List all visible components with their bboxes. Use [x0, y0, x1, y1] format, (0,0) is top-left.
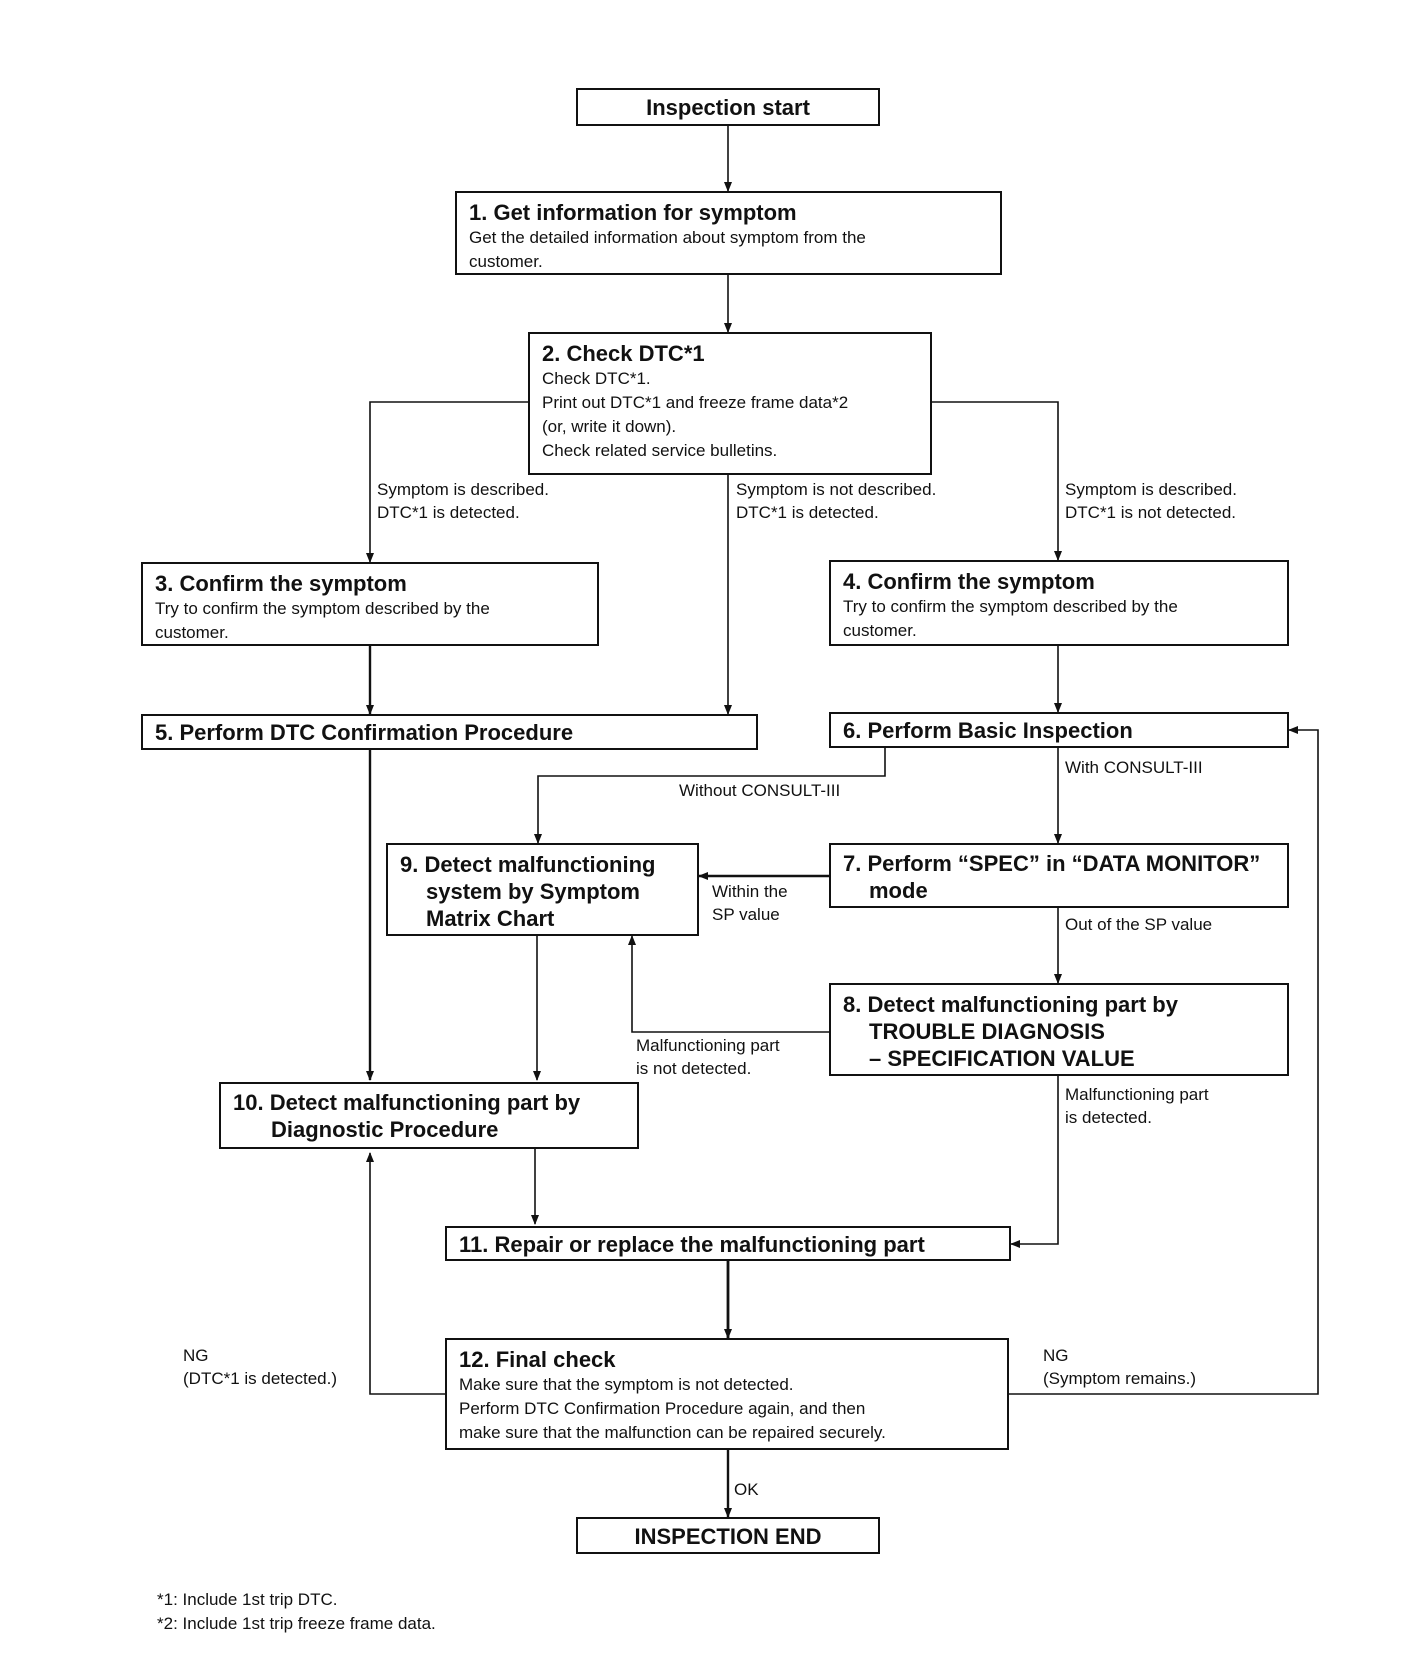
inspection-end-box: INSPECTION END [576, 1517, 880, 1554]
label-line: is detected. [1065, 1108, 1152, 1127]
label-line: NG [1043, 1346, 1069, 1365]
step-11-title: 11. Repair or replace the malfunctioning… [459, 1232, 925, 1257]
label-line: DTC*1 is detected. [377, 503, 520, 522]
step-10-title-2: Diagnostic Procedure [271, 1117, 499, 1142]
inspection-end-label: INSPECTION END [634, 1524, 822, 1549]
step-4-desc-1: Try to confirm the symptom described by … [843, 597, 1178, 616]
step-12-box: 12. Final check Make sure that the sympt… [445, 1338, 1009, 1450]
label-malfunction-not-detected: Malfunctioning part is not detected. [636, 1034, 780, 1080]
step-3-desc-2: customer. [155, 623, 229, 642]
step-7-box: 7. Perform “SPEC” in “DATA MONITOR” mode [829, 843, 1289, 908]
step-8-title-1: 8. Detect malfunctioning part by [843, 992, 1178, 1017]
step-4-desc-2: customer. [843, 621, 917, 640]
step-10-title-1: 10. Detect malfunctioning part by [233, 1090, 581, 1115]
footnote-1: *1: Include 1st trip DTC. [157, 1590, 338, 1609]
step-9-title-3: Matrix Chart [426, 906, 555, 931]
step-11-box: 11. Repair or replace the malfunctioning… [445, 1226, 1011, 1261]
step-4-box: 4. Confirm the symptom Try to confirm th… [829, 560, 1289, 646]
label-symptom-described-no-dtc: Symptom is described. DTC*1 is not detec… [1065, 478, 1237, 524]
step-2-box: 2. Check DTC*1 Check DTC*1. Print out DT… [528, 332, 932, 475]
step-12-desc-2: Perform DTC Confirmation Procedure again… [459, 1399, 866, 1418]
label-line: DTC*1 is detected. [736, 503, 879, 522]
step-9-title-2: system by Symptom [426, 879, 640, 904]
step-1-desc-2: customer. [469, 252, 543, 271]
step-8-title-2: TROUBLE DIAGNOSIS [869, 1019, 1105, 1044]
label-without-consult: Without CONSULT-III [679, 781, 841, 800]
inspection-start-label: Inspection start [646, 95, 810, 120]
step-1-box: 1. Get information for symptom Get the d… [455, 191, 1002, 275]
step-5-title: 5. Perform DTC Confirmation Procedure [155, 720, 574, 745]
step-7-title-2: mode [869, 878, 928, 903]
arrow-6-to-9 [534, 748, 886, 844]
label-line: Symptom is not described. [736, 480, 937, 499]
footnote-2: *2: Include 1st trip freeze frame data. [157, 1614, 436, 1633]
step-12-desc-3: make sure that the malfunction can be re… [459, 1423, 886, 1442]
label-line: Malfunctioning part [636, 1036, 780, 1055]
arrow-2-to-4 [932, 401, 1062, 561]
label-within-sp: Within the SP value [712, 880, 788, 926]
arrow-2-to-3 [366, 401, 528, 563]
arrow-8-to-9 [628, 935, 829, 1033]
step-9-title-1: 9. Detect malfunctioning [400, 852, 656, 877]
step-2-desc-4: Check related service bulletins. [542, 441, 778, 460]
label-line: DTC*1 is not detected. [1065, 503, 1237, 522]
arrow-12-to-6 [1009, 726, 1319, 1395]
label-line: Within the [712, 882, 788, 901]
step-10-box: 10. Detect malfunctioning part by Diagno… [219, 1082, 639, 1149]
step-2-desc-2: Print out DTC*1 and freeze frame data*2 [542, 393, 849, 412]
label-line: Symptom is described. [377, 480, 549, 499]
label-line: (DTC*1 is detected.) [183, 1369, 337, 1388]
inspection-start-box: Inspection start [576, 88, 880, 126]
step-3-box: 3. Confirm the symptom Try to confirm th… [141, 562, 599, 646]
label-line: (Symptom remains.) [1043, 1369, 1197, 1388]
step-1-desc-1: Get the detailed information about sympt… [469, 228, 866, 247]
label-ng-symptom-remains: NG (Symptom remains.) [1043, 1344, 1196, 1390]
label-line: is not detected. [636, 1059, 752, 1078]
step-6-box: 6. Perform Basic Inspection [829, 712, 1289, 748]
label-line: NG [183, 1346, 209, 1365]
step-6-title: 6. Perform Basic Inspection [843, 718, 1133, 743]
step-1-title: 1. Get information for symptom [469, 200, 797, 225]
label-symptom-not-described-dtc: Symptom is not described. DTC*1 is detec… [736, 478, 936, 524]
step-8-box: 8. Detect malfunctioning part by TROUBLE… [829, 983, 1289, 1076]
step-7-title-1: 7. Perform “SPEC” in “DATA MONITOR” [843, 851, 1261, 876]
step-5-box: 5. Perform DTC Confirmation Procedure [141, 714, 758, 750]
step-12-desc-1: Make sure that the symptom is not detect… [459, 1375, 794, 1394]
label-line: SP value [712, 905, 780, 924]
label-line: Malfunctioning part [1065, 1085, 1209, 1104]
step-12-title: 12. Final check [459, 1347, 616, 1372]
step-8-title-3: – SPECIFICATION VALUE [869, 1046, 1135, 1071]
arrow-8-to-11 [1010, 1076, 1059, 1248]
label-ok: OK [734, 1480, 759, 1499]
label-malfunction-detected: Malfunctioning part is detected. [1065, 1083, 1209, 1129]
step-3-title: 3. Confirm the symptom [155, 571, 407, 596]
step-2-desc-1: Check DTC*1. [542, 369, 651, 388]
label-symptom-described-dtc: Symptom is described. DTC*1 is detected. [377, 478, 549, 524]
label-with-consult: With CONSULT-III [1065, 758, 1203, 777]
label-ng-dtc-detected: NG (DTC*1 is detected.) [183, 1344, 337, 1390]
step-9-box: 9. Detect malfunctioning system by Sympt… [386, 843, 699, 936]
step-2-title: 2. Check DTC*1 [542, 341, 705, 366]
step-2-desc-3: (or, write it down). [542, 417, 677, 436]
label-out-of-sp: Out of the SP value [1065, 915, 1213, 934]
arrow-12-to-10 [366, 1152, 445, 1395]
label-line: Symptom is described. [1065, 480, 1237, 499]
step-3-desc-1: Try to confirm the symptom described by … [155, 599, 490, 618]
step-4-title: 4. Confirm the symptom [843, 569, 1095, 594]
